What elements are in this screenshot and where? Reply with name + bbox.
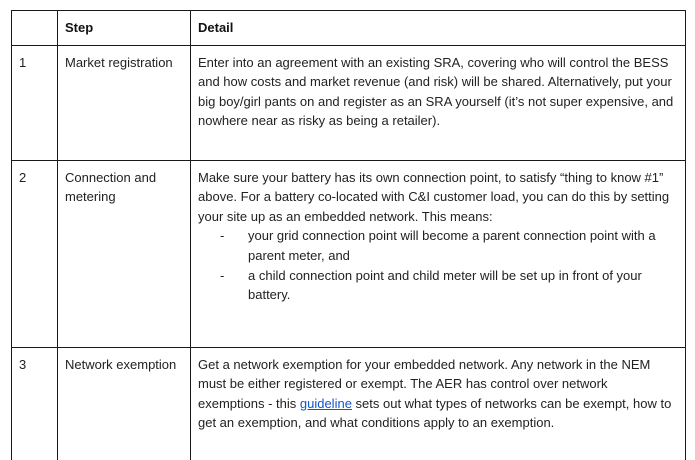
- table-header-row: Step Detail: [11, 10, 686, 46]
- row-step-cell: Network exemption: [57, 346, 191, 460]
- guideline-link[interactable]: guideline: [299, 395, 352, 411]
- row-number-cell: 1: [11, 44, 58, 161]
- table-header: Step Detail: [11, 10, 686, 46]
- dash-marker-icon: -: [220, 267, 225, 283]
- row-detail-bullet-list: - your grid connection point will become…: [198, 226, 677, 304]
- table-row: 2 Connection and metering Make sure your…: [11, 159, 686, 348]
- row-number: 1: [19, 54, 27, 70]
- row-detail-paragraph: Get a network exemption for your embedde…: [198, 355, 677, 433]
- row-step-label: Network exemption: [65, 356, 177, 372]
- column-header-step: Step: [57, 10, 191, 46]
- table-body: 1 Market registration Enter into an agre…: [11, 44, 686, 460]
- dash-marker-icon: -: [220, 228, 225, 244]
- row-number-cell: 3: [11, 346, 58, 460]
- row-step-label: Connection and metering: [65, 169, 157, 205]
- row-step-label: Market registration: [65, 54, 173, 70]
- steps-table: Step Detail 1 Market registration Enter …: [11, 10, 686, 460]
- table-row: 3 Network exemption Get a network exempt…: [11, 346, 686, 460]
- detail-text-after-link: sets out what types of networks can be e…: [198, 395, 672, 431]
- list-item-text: a child connection point and child meter…: [248, 267, 642, 303]
- row-step-cell: Connection and metering: [57, 159, 191, 348]
- list-item-text: your grid connection point will become a…: [248, 228, 656, 263]
- row-number: 2: [19, 169, 27, 185]
- row-detail-paragraph: Enter into an agreement with an existing…: [198, 54, 674, 129]
- row-number: 3: [19, 356, 27, 372]
- column-header-detail: Detail: [190, 10, 686, 46]
- row-detail-cell: Enter into an agreement with an existing…: [190, 44, 686, 161]
- detail-text-before-link: Get a network exemption for your embedde…: [198, 356, 651, 411]
- list-item: - your grid connection point will become…: [198, 226, 677, 265]
- list-item: - a child connection point and child met…: [198, 266, 677, 305]
- column-header-blank: [11, 10, 58, 46]
- row-detail-cell: Make sure your battery has its own conne…: [190, 159, 686, 348]
- row-detail-intro: Make sure your battery has its own conne…: [198, 169, 670, 224]
- row-detail-cell: Get a network exemption for your embedde…: [190, 346, 686, 460]
- table-row: 1 Market registration Enter into an agre…: [11, 44, 686, 161]
- row-number-cell: 2: [11, 159, 58, 348]
- row-step-cell: Market registration: [57, 44, 191, 161]
